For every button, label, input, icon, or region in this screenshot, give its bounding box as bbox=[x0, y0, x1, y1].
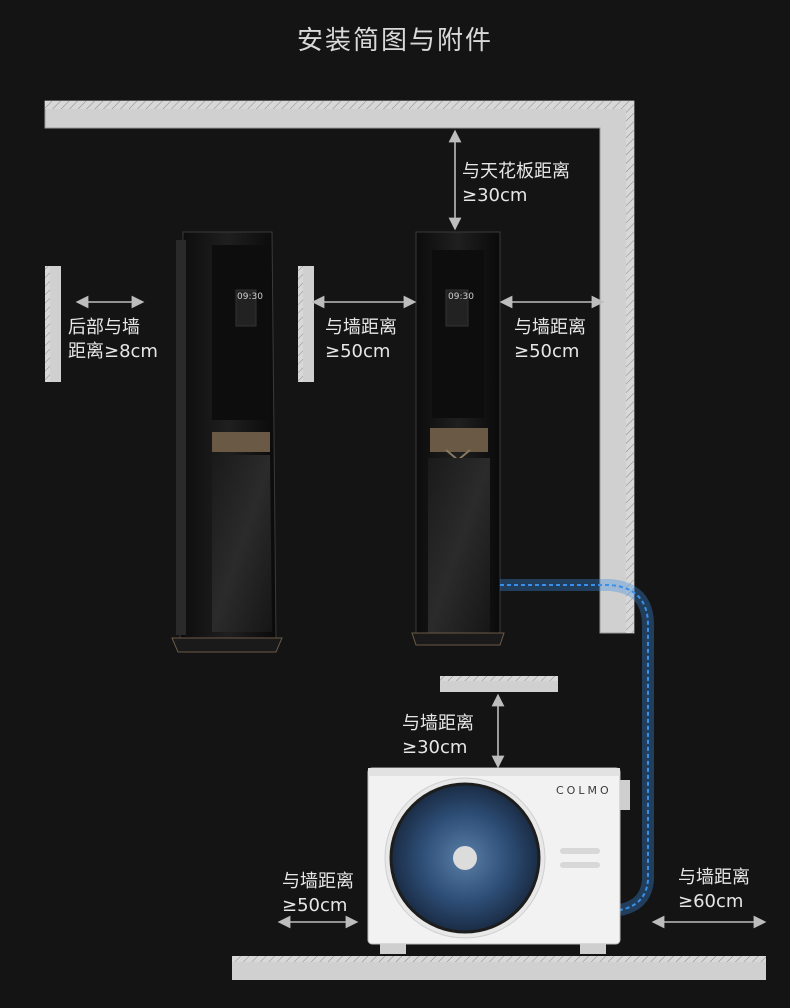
page-title: 安装简图与附件 bbox=[296, 26, 493, 56]
dimension-arrows bbox=[75, 129, 767, 929]
ceiling-line1: 与天花板距离 bbox=[462, 161, 570, 182]
outdoor-unit bbox=[367, 767, 630, 954]
ceiling-wall bbox=[44, 100, 635, 634]
outdoor-top-wall bbox=[440, 676, 558, 692]
outdoor-left-line2: ≥50cm bbox=[282, 895, 348, 916]
side-line2: ≥50cm bbox=[325, 341, 391, 362]
indoor-unit-left bbox=[171, 231, 283, 653]
outdoor-left-distance-label: 与墙距离 ≥50cm bbox=[282, 870, 354, 918]
ceiling-line2: ≥30cm bbox=[462, 185, 528, 206]
back-line2: 距离≥8cm bbox=[68, 341, 158, 362]
outdoor-top-distance-label: 与墙距离 ≥30cm bbox=[402, 712, 474, 760]
side-wall-middle bbox=[298, 266, 314, 382]
outdoor-right-distance-label: 与墙距离 ≥60cm bbox=[678, 866, 750, 914]
back-line1: 后部与墙 bbox=[68, 317, 140, 338]
right-line2: ≥50cm bbox=[514, 341, 580, 362]
indoor-unit-right bbox=[411, 231, 505, 646]
brand-logo: COLMO bbox=[556, 784, 612, 797]
outdoor-top-line1: 与墙距离 bbox=[402, 713, 474, 734]
outdoor-top-line2: ≥30cm bbox=[402, 737, 468, 758]
back-wall-left bbox=[45, 266, 61, 382]
floor bbox=[232, 956, 766, 980]
right-line1: 与墙距离 bbox=[514, 317, 586, 338]
display-time-right: 09:30 bbox=[448, 292, 474, 302]
outdoor-right-line2: ≥60cm bbox=[678, 891, 744, 912]
back-distance-label: 后部与墙 距离≥8cm bbox=[68, 316, 158, 364]
side-line1: 与墙距离 bbox=[325, 317, 397, 338]
outdoor-right-line1: 与墙距离 bbox=[678, 867, 750, 888]
outdoor-left-line1: 与墙距离 bbox=[282, 871, 354, 892]
ceiling-distance-label: 与天花板距离 ≥30cm bbox=[462, 160, 570, 208]
refrigerant-pipe bbox=[500, 579, 654, 916]
display-time-left: 09:30 bbox=[237, 292, 263, 302]
right-wall-distance-label: 与墙距离 ≥50cm bbox=[514, 316, 586, 364]
side-distance-label: 与墙距离 ≥50cm bbox=[325, 316, 397, 364]
